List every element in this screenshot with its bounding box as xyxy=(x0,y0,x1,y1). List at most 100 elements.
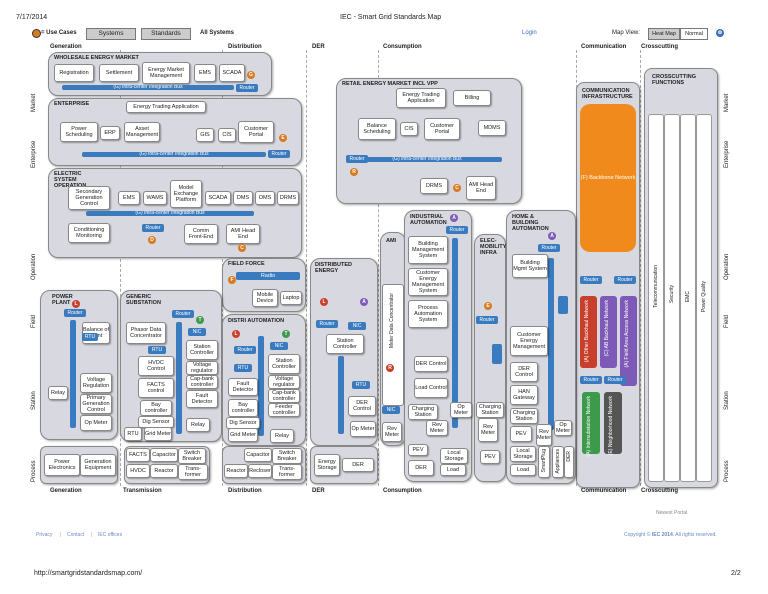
retail-ami-head-end-box[interactable]: AMI Head End xyxy=(466,176,496,200)
retail-use-case-icon-2[interactable]: C xyxy=(453,184,461,192)
distri-transformer-box[interactable]: Trans-former xyxy=(272,464,302,480)
comm-router-4[interactable]: Router xyxy=(604,376,626,384)
retail-cis-box[interactable]: CIS xyxy=(400,122,418,136)
cis-box[interactable]: CIS xyxy=(218,128,236,142)
home-router[interactable]: Router xyxy=(538,244,560,252)
emobility-charging-box[interactable]: Charging Station xyxy=(476,402,504,418)
der-station-ctrl-box[interactable]: Station Controller xyxy=(326,334,364,354)
der-control-box[interactable]: DER Control xyxy=(348,396,376,416)
load-control-box[interactable]: Load Control xyxy=(414,378,448,398)
der-use-case-icon-2[interactable]: A xyxy=(360,298,368,306)
industrial-charging-box[interactable]: Charging Station xyxy=(408,404,438,420)
ami-use-case-icon[interactable]: R xyxy=(386,364,394,372)
plant-router[interactable]: Router xyxy=(64,309,86,317)
eso-bus[interactable]: (G) Intra-center Integration Bus xyxy=(86,211,254,216)
generation-equipment-box[interactable]: Generation Equipment xyxy=(80,454,116,476)
retail-bus[interactable]: (G) Intra-center Integration Bus xyxy=(352,157,502,162)
distri-switch-breaker-box[interactable]: Switch Breaker xyxy=(272,448,302,464)
power-scheduling-box[interactable]: Power Scheduling xyxy=(60,122,98,142)
bms-box[interactable]: Building Management System xyxy=(408,236,448,264)
recloser-box[interactable]: Recloser xyxy=(248,464,272,478)
enterprise-use-case-icon[interactable]: E xyxy=(279,134,287,142)
industrial-load-box[interactable]: Load xyxy=(440,464,466,476)
wholesale-use-case-icon[interactable]: G xyxy=(247,71,255,79)
scada-box[interactable]: SCADA xyxy=(219,64,245,82)
eso-router[interactable]: Router xyxy=(142,224,164,232)
emobility-nic[interactable] xyxy=(492,344,502,364)
der-use-case-icon[interactable]: L xyxy=(320,298,328,306)
retail-eta-box[interactable]: Energy Trading Application xyxy=(396,88,446,108)
oms-box[interactable]: OMS xyxy=(255,191,275,205)
eso-use-case-icon-2[interactable]: C xyxy=(238,244,246,252)
home-der-box[interactable]: DER xyxy=(564,446,574,478)
wholesale-bus[interactable]: (G) Intra-center Integration Bus xyxy=(62,85,234,90)
privacy-link[interactable]: Privacy xyxy=(36,532,53,538)
enterprise-router[interactable]: Router xyxy=(268,150,290,158)
distri-bus[interactable] xyxy=(258,336,264,436)
industrial-der-control-box[interactable]: DER Control xyxy=(414,356,448,372)
der-router[interactable]: Router xyxy=(316,320,338,328)
home-nic[interactable] xyxy=(558,296,568,314)
normal-button[interactable]: Normal xyxy=(680,28,708,40)
balance-scheduling-box[interactable]: Balance Scheduling xyxy=(358,118,396,140)
capacitor-box[interactable]: Capacitor xyxy=(150,448,178,462)
retail-drms-box[interactable]: DRMS xyxy=(420,178,448,194)
distri-fault-detector-box[interactable]: Fault Detector xyxy=(228,378,258,396)
emobility-pev-box[interactable]: PEV xyxy=(480,450,500,464)
ems-box[interactable]: EMS xyxy=(194,64,216,82)
backbone-network[interactable]: (F) Backbone Network xyxy=(580,104,636,252)
han-gateway-box[interactable]: HAN Gateway xyxy=(510,385,538,405)
emobility-router[interactable]: Router xyxy=(476,316,498,324)
power-quality-column[interactable]: Power Quality xyxy=(696,114,712,482)
gis-box[interactable]: GIS xyxy=(196,128,214,142)
sub-bus[interactable] xyxy=(176,322,182,434)
settlement-box[interactable]: Settlement xyxy=(99,64,139,82)
transformer-box[interactable]: Trans-former xyxy=(178,464,208,480)
ami-nic[interactable]: NIC xyxy=(382,406,400,414)
sub-rtu-box[interactable]: RTU xyxy=(124,427,142,441)
login-link[interactable]: Login xyxy=(522,30,537,36)
sub-station-controller-box[interactable]: Station Controller xyxy=(186,340,218,360)
distri-router[interactable]: Router xyxy=(234,346,256,354)
emobility-use-case-icon[interactable]: E xyxy=(484,302,492,310)
sub-relay-box[interactable]: Relay xyxy=(186,418,210,432)
facts-control-box[interactable]: FACTS control xyxy=(138,378,174,398)
sub-use-case-icon[interactable]: T xyxy=(196,316,204,324)
comm-router-3[interactable]: Router xyxy=(580,376,602,384)
distri-voltage-regulator-box[interactable]: Voltage regulator xyxy=(268,375,300,389)
neighborhood-network[interactable]: (E) Neighborhood Network xyxy=(604,392,622,455)
sub-voltage-regulator-box[interactable]: Voltage regulator xyxy=(186,361,218,375)
ab-backhaul-network[interactable]: (C) AB Backhaul Network xyxy=(600,296,617,368)
field-force-use-case-icon[interactable]: F xyxy=(228,276,236,284)
plant-use-case-icon[interactable]: L xyxy=(72,300,80,308)
comm-router-1[interactable]: Router xyxy=(580,276,602,284)
sub-nic[interactable]: NIC xyxy=(188,328,206,336)
plant-rtu[interactable]: RTU xyxy=(82,333,98,341)
home-use-case-icon[interactable]: A xyxy=(548,232,556,240)
distri-rtu[interactable]: RTU xyxy=(234,364,252,372)
laptop-box[interactable]: Laptop xyxy=(280,291,302,305)
industrial-op-meter-box[interactable]: Op Meter xyxy=(450,402,472,418)
sub-bay-controller-box[interactable]: Bay controller xyxy=(140,400,172,416)
eso-scada-box[interactable]: SCADA xyxy=(205,191,231,205)
contact-link[interactable]: Contact xyxy=(67,532,85,538)
wholesale-router[interactable]: Router xyxy=(236,84,258,92)
energy-storage-box[interactable]: Energy Storage xyxy=(314,454,340,476)
industrial-use-case-icon[interactable]: A xyxy=(450,214,458,222)
plant-bus[interactable] xyxy=(70,320,76,428)
bmgmt-box[interactable]: Building Mgmt System xyxy=(512,254,548,278)
home-local-storage-box[interactable]: Local Storage xyxy=(510,446,536,462)
heat-map-button[interactable]: Heat Map xyxy=(648,28,680,40)
wams-box[interactable]: WAMS xyxy=(143,191,167,205)
sub-grid-meter-box[interactable]: Grid Meter xyxy=(144,427,172,441)
distri-grid-meter-box[interactable]: Grid Meter xyxy=(228,428,258,442)
all-systems-label[interactable]: All Systems xyxy=(200,30,235,36)
comm-front-end-box[interactable]: Comm Front-End xyxy=(184,224,218,244)
distri-use-case-icon-2[interactable]: T xyxy=(282,330,290,338)
iec-offices-link[interactable]: IEC offices xyxy=(98,532,123,538)
distri-use-case-icon[interactable]: L xyxy=(232,330,240,338)
appliances-box[interactable]: Appliances xyxy=(552,446,564,478)
plant-op-meter-box[interactable]: Op Meter xyxy=(80,415,112,431)
conditioning-monitoring-box[interactable]: Conditioning Monitoring xyxy=(68,223,110,243)
home-pev-box[interactable]: PEV xyxy=(510,426,532,442)
